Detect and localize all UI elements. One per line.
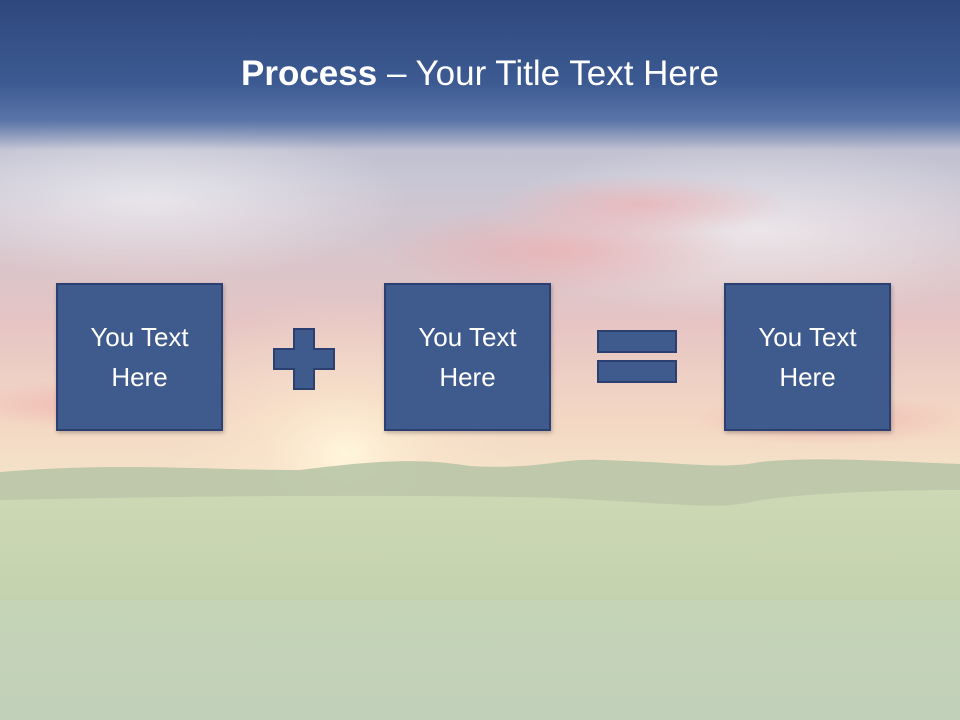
title-bar [0, 0, 960, 150]
equals-icon [597, 330, 677, 383]
text-box-1[interactable]: You Text Here [56, 283, 223, 431]
slide-title: Process – Your Title Text Here [0, 52, 960, 96]
text-box-1-label: You Text Here [90, 322, 189, 392]
text-box-3-label: You Text Here [758, 322, 857, 392]
title-rest-text: – Your Title Text Here [377, 54, 719, 93]
text-box-2[interactable]: You Text Here [384, 283, 551, 431]
plus-icon [273, 328, 335, 390]
title-bold-text: Process [241, 54, 378, 93]
text-box-2-label: You Text Here [418, 322, 517, 392]
text-box-3[interactable]: You Text Here [724, 283, 891, 431]
